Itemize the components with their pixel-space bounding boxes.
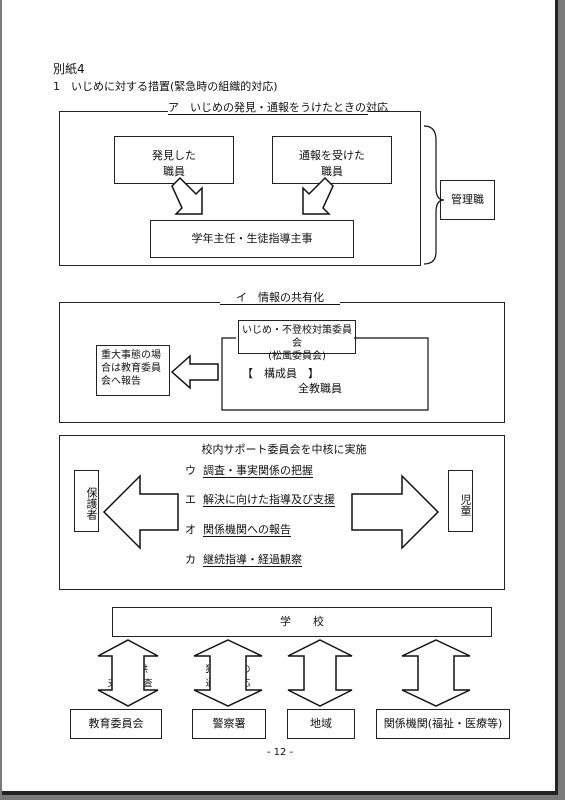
arrow1-line1: 情報提供	[111, 665, 148, 675]
members-label: 【 構成員 】	[242, 367, 319, 380]
left-arrow-line1: 情報提供	[133, 505, 170, 515]
discoverer-line1: 発見した	[152, 149, 196, 162]
arrow1-label: 情報提供 支援・調査	[102, 664, 158, 691]
members-value: 全教職員	[298, 382, 342, 395]
arrow2-line1: 犯罪行為の	[205, 665, 251, 675]
reporter-line1: 通報を受けた	[299, 149, 365, 162]
section-c-title: 校内サポート委員会を中核に実施	[201, 443, 367, 456]
step-ka-mark: カ	[185, 553, 196, 566]
child-box: 児童	[448, 470, 473, 532]
left-arrow-line2: 支援	[142, 517, 161, 528]
step-o-mark: オ	[185, 523, 196, 536]
committee-line2: (松風委員会)	[268, 351, 326, 362]
serious-line2: 合は教育委員	[101, 363, 161, 374]
discoverer-line2: 職員	[163, 165, 185, 178]
guardian-box: 保護者	[74, 470, 99, 532]
community-box: 地域	[287, 709, 355, 739]
reporter-box: 通報を受けた 職員	[272, 136, 392, 184]
arrow2-line2: 通報・対応	[205, 678, 251, 689]
right-arrow-line2: 支援	[367, 517, 386, 528]
committee-box: いじめ・不登校対策委員会 (松風委員会)	[238, 320, 356, 362]
step-e-mark: エ	[185, 493, 196, 506]
head-teacher-box: 学年主任・生徒指導主事	[150, 220, 354, 258]
step-ka-text: 継続指導・経過観察	[203, 553, 302, 568]
serious-case-box: 重大事態の場 合は教育委員 会へ報告	[96, 345, 170, 396]
agencies-box: 関係機関(福祉・医療等)	[376, 709, 510, 739]
right-arrow-line1: 指導	[367, 505, 386, 515]
annex-label: 別紙4	[53, 62, 85, 76]
step-o-text: 関係機関への報告	[203, 523, 291, 538]
arrow4-label: 連携	[426, 668, 448, 681]
serious-line3: 会へ報告	[101, 376, 141, 387]
board-of-education-box: 教育委員会	[70, 709, 162, 739]
left-arrow-label: 情報提供 支援	[132, 504, 172, 529]
document-page: 別紙4 1 いじめに対する措置(緊急時の組織的対応) ア いじめの発見・通報をう…	[2, 0, 558, 795]
step-u-text: 調査・事実関係の把握	[203, 464, 313, 479]
section-a-title: ア いじめの発見・通報をうけたときの対応	[168, 101, 388, 116]
police-box: 警察署	[192, 709, 266, 739]
discoverer-box: 発見した 職員	[114, 136, 234, 184]
section-i-title: イ 情報の共有化	[220, 291, 340, 306]
serious-line1: 重大事態の場	[101, 350, 161, 361]
arrow2-label: 犯罪行為の 通報・対応	[198, 664, 258, 691]
step-u-mark: ウ	[185, 464, 196, 477]
committee-line1: いじめ・不登校対策委員会	[242, 325, 352, 349]
school-box: 学 校	[112, 607, 492, 637]
step-e-text: 解決に向けた指導及び支援	[203, 493, 335, 508]
page-number: - 12 -	[266, 747, 294, 758]
management-box: 管理職	[440, 180, 495, 220]
reporter-line2: 職員	[321, 165, 343, 178]
arrow1-line2: 支援・調査	[107, 678, 153, 689]
section-heading: 1 いじめに対する措置(緊急時の組織的対応)	[53, 80, 278, 93]
arrow3-label: 連携	[310, 668, 332, 681]
right-arrow-label: 指導 支援	[362, 504, 392, 529]
